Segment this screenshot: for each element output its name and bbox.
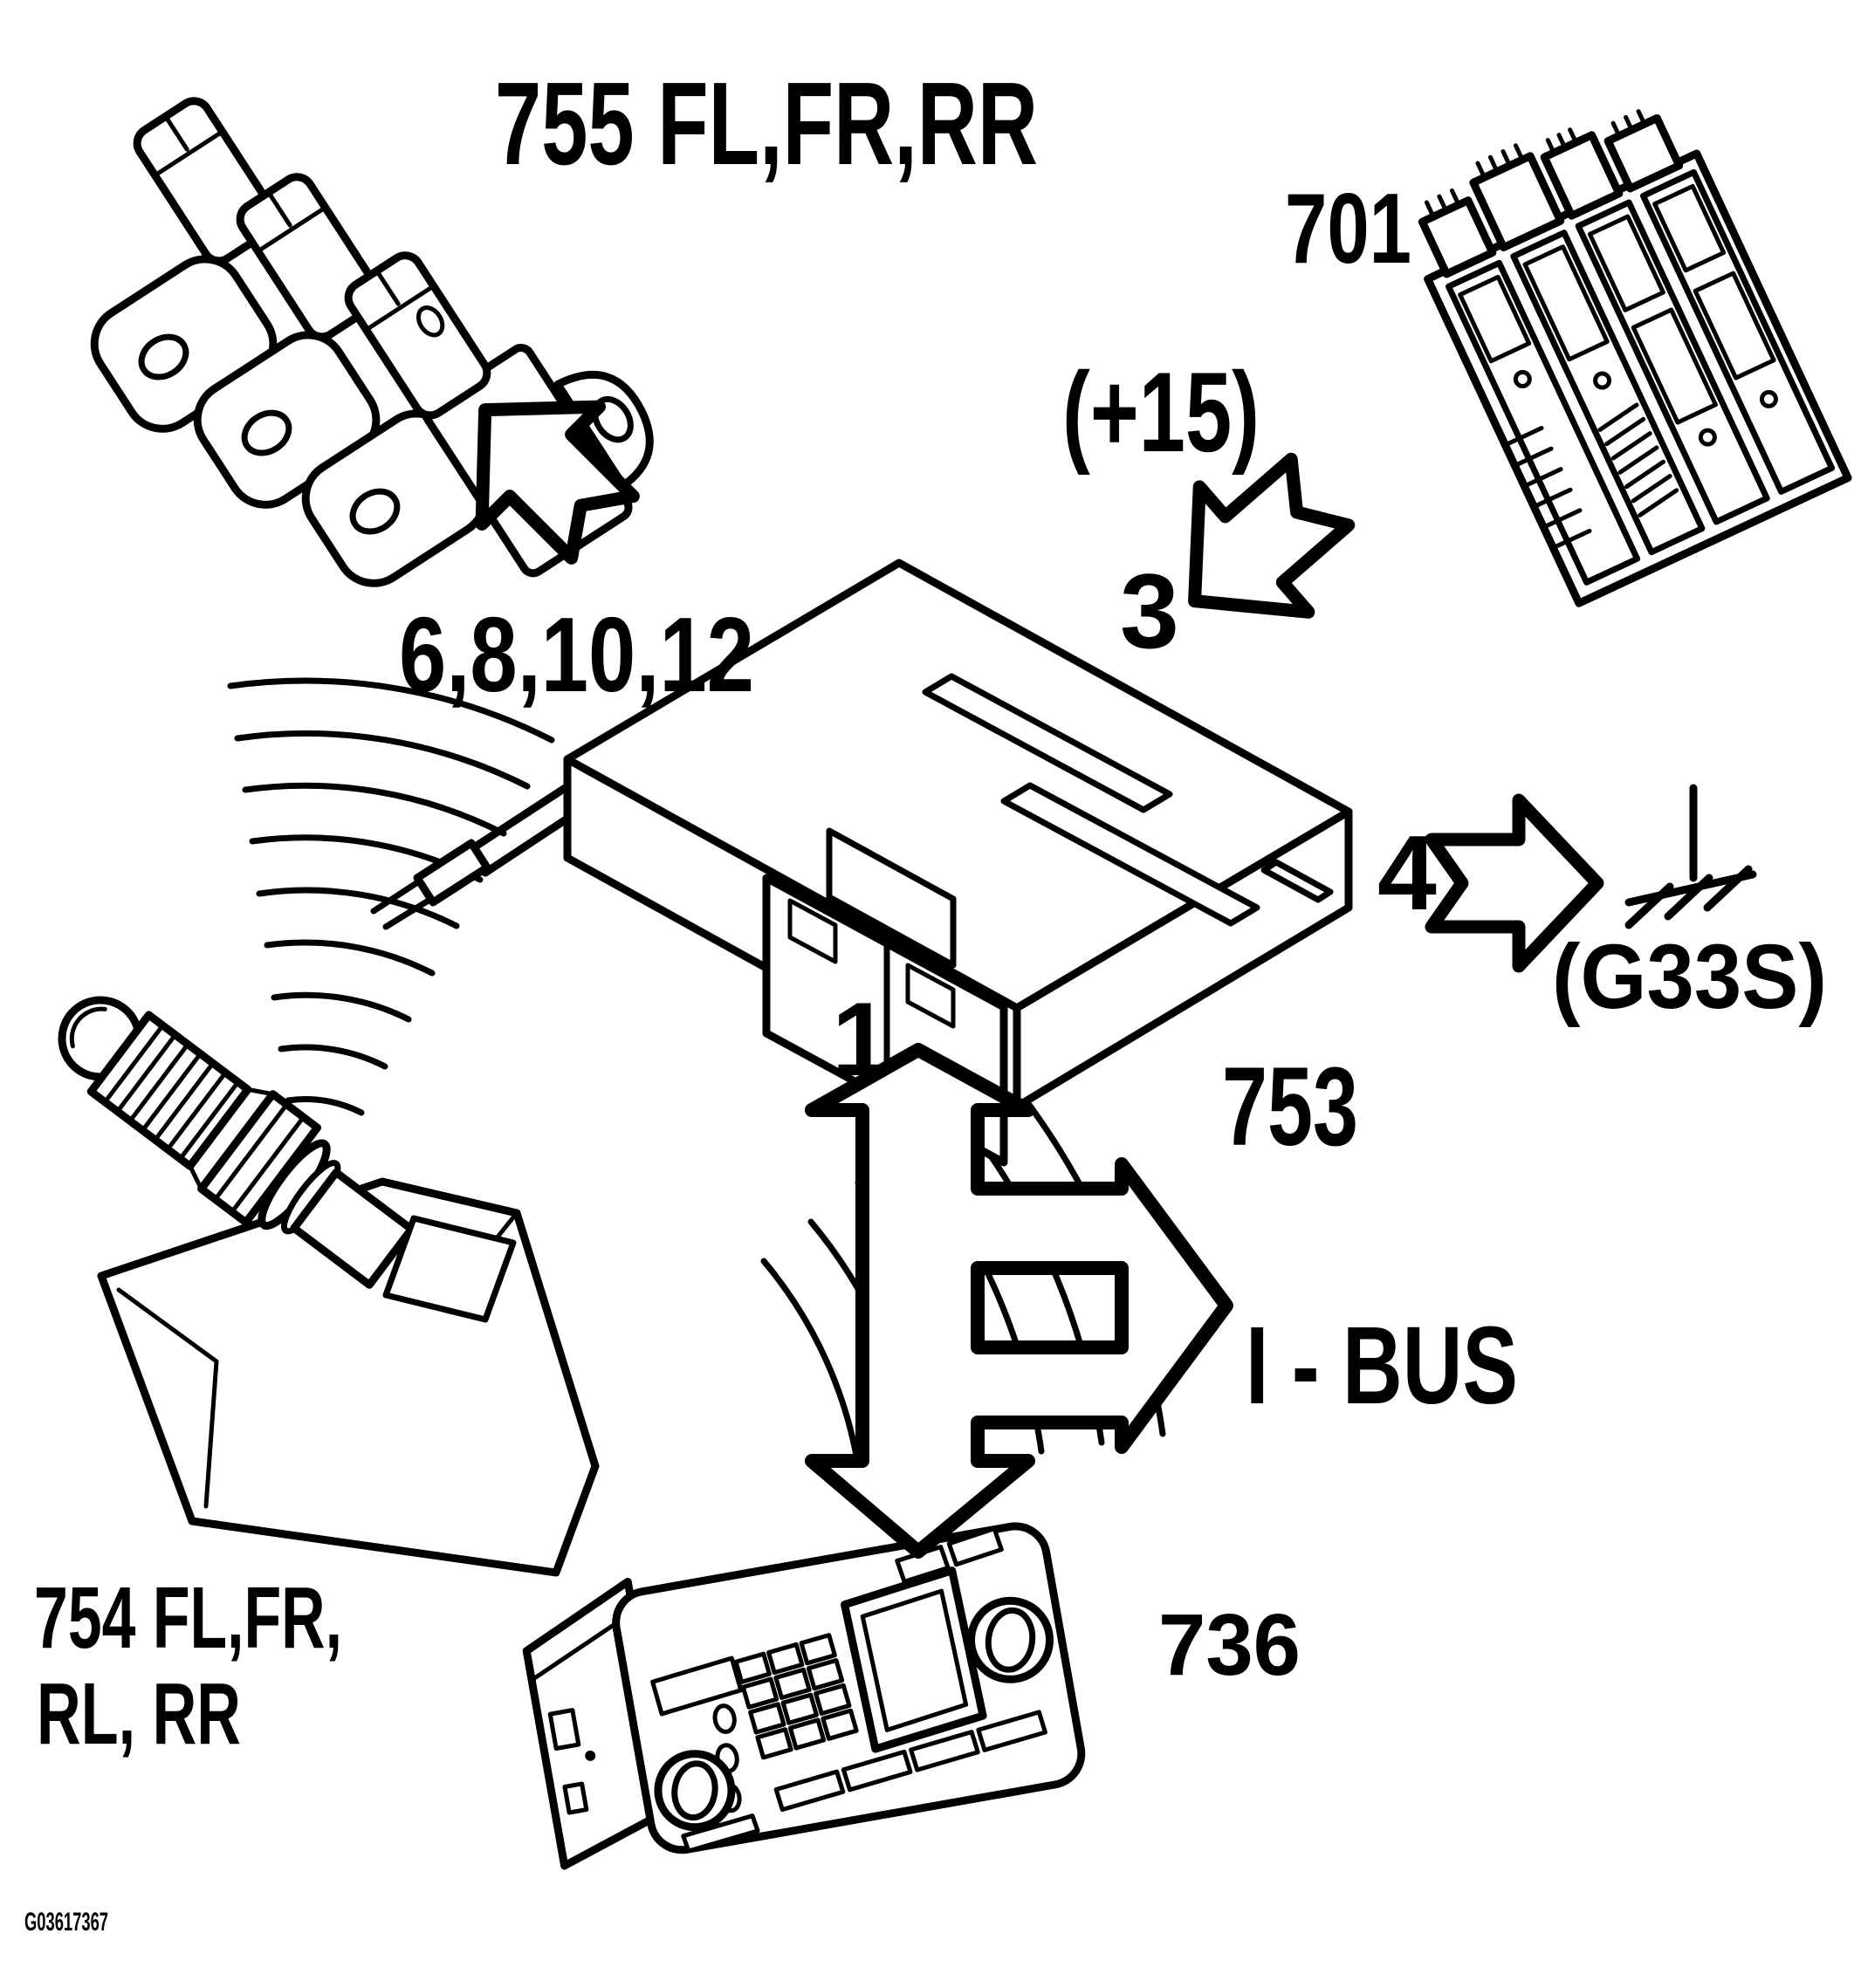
label-754-sensors-line1: 754 FL,FR, [34,1569,342,1667]
label-755-antenna-connectors: 755 FL,FR,RR [495,58,1038,189]
label-701-cem: 701 [1285,174,1411,284]
label-754-sensors-line2: RL, RR [37,1665,241,1763]
radio-waves-upper-fan [227,677,555,1116]
radio-keypad [733,1633,859,1760]
module-display-ibus-arrow-icon [805,1043,1233,1559]
ground-symbol-icon [1624,784,1757,929]
fuse-box-701-illustration [1418,109,1852,607]
sensor-valve-stem [58,996,415,1289]
label-pins-6-8-10-12: 6,8,10,12 [399,595,754,714]
radio-display-736-illustration [522,1522,1086,1870]
label-736-display-unit: 736 [1158,1596,1301,1694]
label-pin-4: 4 [1377,813,1437,932]
label-i-bus: I - BUS [1246,1304,1518,1427]
label-pin-3: 3 [1120,552,1179,670]
label-ignition-15: (+15) [1062,348,1260,476]
label-pin-1: 1 [832,981,890,1098]
tire-pressure-sensor-754-illustration [58,996,600,1577]
label-753-module: 753 [1222,1045,1358,1169]
label-ground-g33s: (G33S) [1552,926,1827,1028]
figure-code: G03617367 [24,1908,108,1937]
